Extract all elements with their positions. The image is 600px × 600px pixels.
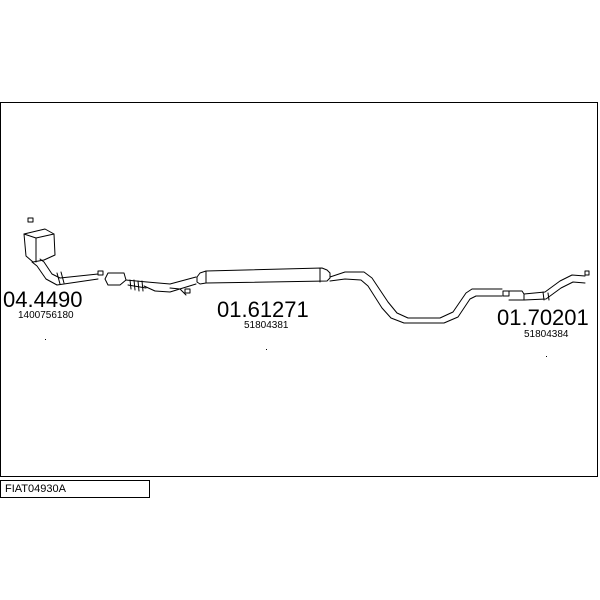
diagram-frame [0, 102, 598, 477]
reference-dot [266, 349, 267, 350]
catalytic-converter-part [23, 217, 104, 286]
reference-dot [546, 356, 547, 357]
vehicle-code-label: FIAT04930A [0, 480, 150, 498]
reference-dot [45, 339, 46, 340]
rear-pipe-part [502, 270, 590, 301]
part-number-label: 04.4490 [3, 287, 83, 312]
oem-number-label: 1400756180 [18, 310, 74, 321]
middle-silencer-part [104, 267, 503, 324]
part-number-label: 01.70201 [497, 305, 589, 330]
oem-number-label: 51804381 [244, 320, 289, 331]
part-number-label: 01.61271 [217, 297, 309, 322]
oem-number-label: 51804384 [524, 329, 569, 340]
